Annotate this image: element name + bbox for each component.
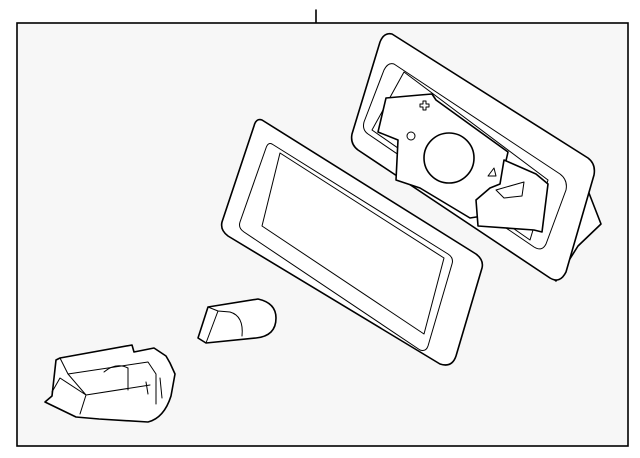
housing — [350, 32, 602, 282]
socket — [44, 344, 176, 423]
bulb — [197, 298, 277, 344]
lens — [220, 118, 484, 366]
